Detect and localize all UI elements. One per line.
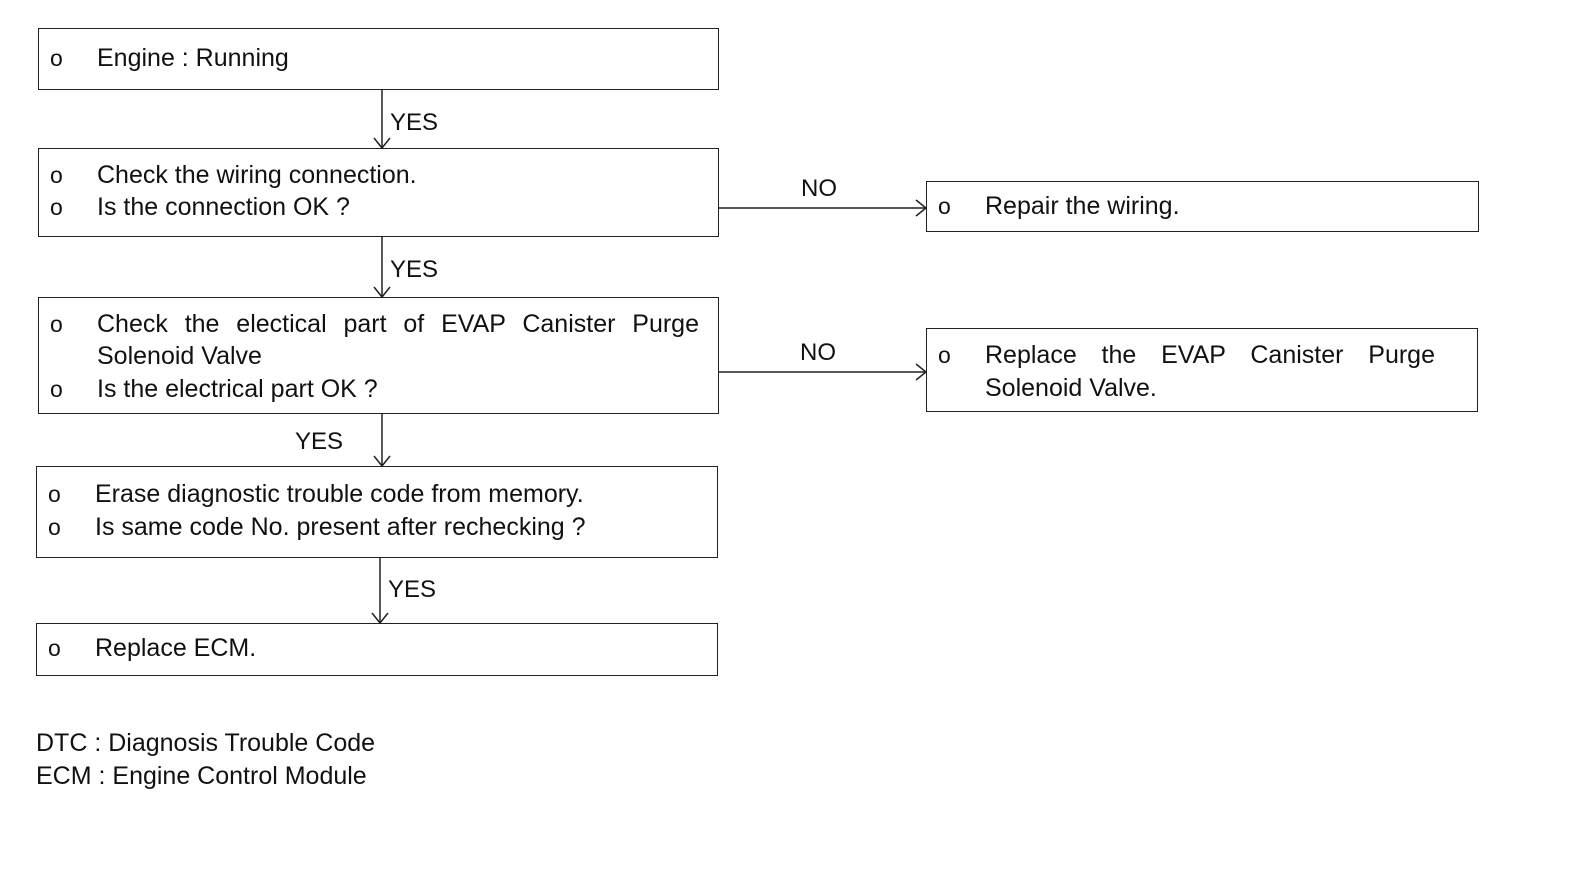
step-erase-dtc: o Erase diagnostic trouble code from mem… <box>36 466 718 558</box>
label-yes-4: YES <box>388 576 437 603</box>
step-text: Check the electical part of EVAP Caniste… <box>97 310 699 338</box>
branch-repair-wiring: o Repair the wiring. <box>926 181 1479 232</box>
legend-ecm: ECM : Engine Control Module <box>36 762 367 790</box>
bullet: o <box>938 342 951 368</box>
bullet: o <box>50 162 63 188</box>
bullet: o <box>50 311 63 337</box>
step-text: Check the wiring connection. <box>97 161 417 189</box>
bullet: o <box>48 514 61 540</box>
branch-replace-valve: o Replace the EVAP Canister Purge Soleno… <box>926 328 1478 412</box>
bullet: o <box>48 481 61 507</box>
step-check-electrical-part: o Check the electical part of EVAP Canis… <box>38 297 719 414</box>
label-yes-1: YES <box>390 109 439 136</box>
label-yes-3: YES <box>295 428 344 455</box>
step-text: Engine : Running <box>97 44 289 72</box>
bullet: o <box>938 193 951 219</box>
step-text: Erase diagnostic trouble code from memor… <box>95 480 584 508</box>
label-no-2: NO <box>800 339 836 366</box>
bullet: o <box>50 376 63 402</box>
step-check-wiring: o Check the wiring connection. o Is the … <box>38 148 719 237</box>
bullet: o <box>50 194 63 220</box>
step-text: Is the electrical part OK ? <box>97 375 378 403</box>
step-text: Solenoid Valve <box>97 342 262 370</box>
step-replace-ecm: o Replace ECM. <box>36 623 718 676</box>
legend-dtc: DTC : Diagnosis Trouble Code <box>36 729 376 757</box>
step-text: Replace the EVAP Canister Purge <box>985 341 1435 369</box>
step-text: Is same code No. present after recheckin… <box>95 513 586 541</box>
label-no-1: NO <box>801 175 837 202</box>
bullet: o <box>48 635 61 661</box>
bullet: o <box>50 45 63 71</box>
step-text: Repair the wiring. <box>985 192 1180 220</box>
step-engine-running: o Engine : Running <box>38 28 719 90</box>
step-text: Solenoid Valve. <box>985 374 1157 402</box>
step-text: Replace ECM. <box>95 634 257 662</box>
step-text: Is the connection OK ? <box>97 193 350 221</box>
label-yes-2: YES <box>390 256 439 283</box>
